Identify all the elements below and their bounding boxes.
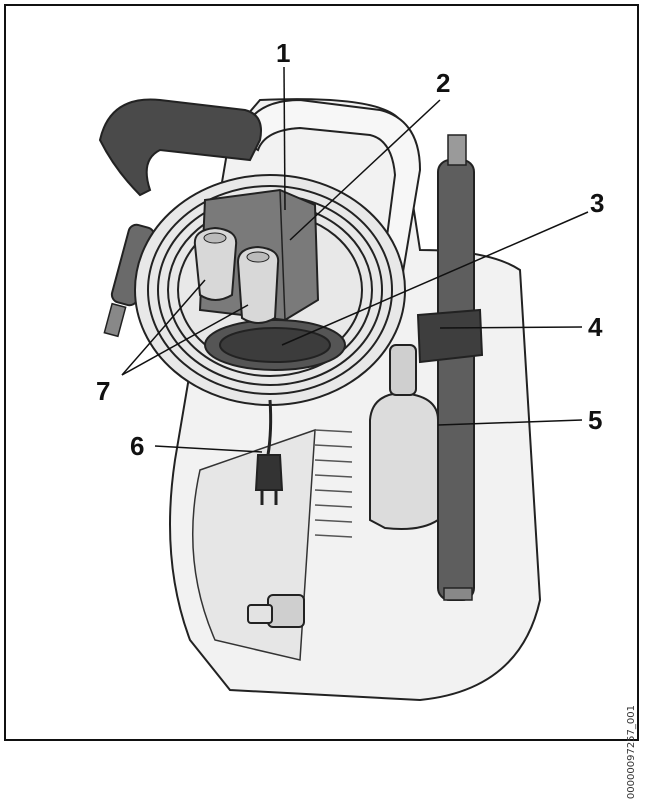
callout-4: 4	[588, 312, 603, 342]
leader-lines	[121, 66, 589, 453]
callout-6: 6	[130, 431, 145, 461]
detergent-bottle	[369, 344, 439, 530]
callout-3: 3	[590, 188, 605, 218]
water-inlet	[247, 594, 305, 628]
pressure-washer-illustration	[98, 66, 589, 702]
lance-holder	[416, 308, 484, 364]
spray-lance	[437, 134, 475, 601]
callout-2: 2	[436, 68, 451, 98]
nozzles	[193, 226, 280, 324]
image-code: 00000097257_001	[626, 705, 637, 799]
callout-1: 1	[276, 38, 291, 68]
callout-5: 5	[588, 405, 603, 435]
callout-7: 7	[96, 376, 111, 406]
power-plug	[254, 399, 284, 505]
